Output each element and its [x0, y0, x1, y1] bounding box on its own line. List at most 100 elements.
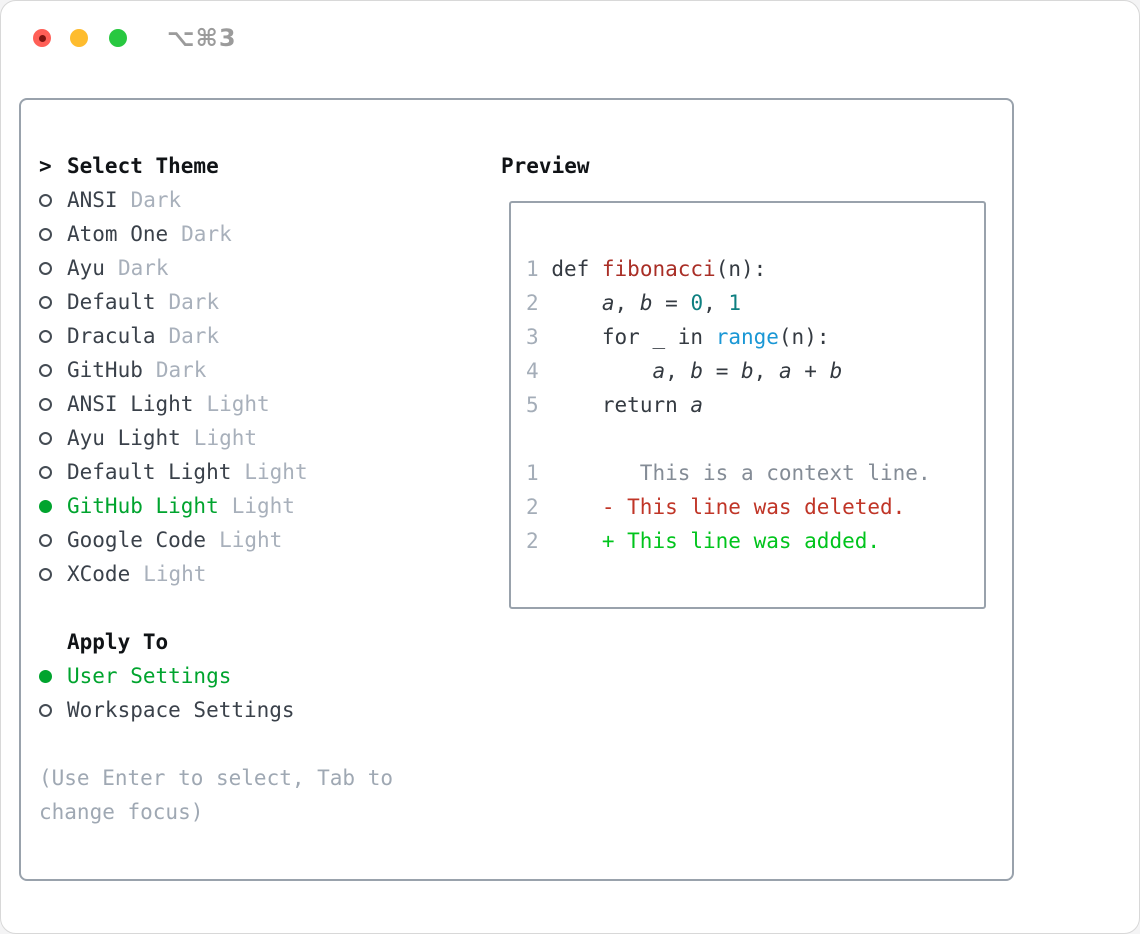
line-number: 4: [526, 359, 539, 383]
theme-option[interactable]: Default Dark: [39, 285, 393, 319]
theme-variant-tag: Light: [193, 426, 258, 450]
bullet-cell: [39, 533, 67, 547]
apply-to-name: User Settings: [67, 664, 232, 688]
diff-text: This is a context line.: [538, 461, 931, 485]
code-sample: 1 def fibonacci(n):2 a, b = 0, 1 3 for _ …: [526, 252, 984, 422]
close-button[interactable]: [33, 29, 51, 47]
radio-icon: [39, 227, 52, 241]
apply-to-option[interactable]: User Settings: [39, 659, 393, 693]
apply-to-header: Apply To: [39, 625, 393, 659]
apply-to-option[interactable]: Workspace Settings: [39, 693, 393, 727]
diff-text: - This line was deleted.: [538, 495, 906, 519]
bullet-cell: [39, 499, 67, 513]
theme-menu-heading: Select Theme: [67, 154, 219, 178]
diff-sample: 1 This is a context line. 2 - This line w…: [526, 456, 984, 558]
code-segment-plain: return: [551, 393, 691, 417]
code-segment-var: a: [778, 359, 792, 383]
code-segment-var: a: [601, 291, 615, 315]
radio-selected-icon: [39, 669, 52, 683]
bullet-cell: [39, 295, 67, 309]
code-segment-plain: (n):: [715, 257, 767, 281]
code-segment-plain: for _ in: [551, 325, 716, 349]
diff-line-deleted: 2 - This line was deleted.: [526, 490, 984, 524]
close-dot-icon: [38, 34, 46, 42]
line-number: 2: [526, 495, 539, 519]
code-segment-plain: ,: [665, 359, 691, 383]
code-segment-plain: ,: [753, 359, 779, 383]
theme-option[interactable]: Ayu Dark: [39, 251, 393, 285]
bullet-cell: [39, 465, 67, 479]
radio-icon: [39, 363, 52, 377]
maximize-button[interactable]: [109, 29, 127, 47]
theme-option[interactable]: Atom One Dark: [39, 217, 393, 251]
diff-text: + This line was added.: [538, 529, 881, 553]
hint-text-line-2: change focus): [39, 800, 204, 824]
gutter-space: [539, 291, 552, 315]
bullet-cell: [39, 261, 67, 275]
bullet-cell: [39, 227, 67, 241]
theme-menu-header: > Select Theme: [39, 149, 393, 183]
theme-variant-tag: Dark: [117, 256, 169, 280]
radio-selected-icon: [39, 499, 52, 513]
line-number: 3: [526, 325, 539, 349]
code-segment-plain: [551, 291, 602, 315]
theme-variant-tag: Dark: [155, 358, 207, 382]
theme-name: ANSI: [67, 188, 118, 212]
theme-variant-tag: Dark: [168, 290, 220, 314]
radio-icon: [39, 431, 52, 445]
window-title: ⌥⌘3: [167, 24, 237, 52]
code-segment-plain: =: [703, 359, 742, 383]
bullet-cell: [39, 193, 67, 207]
gutter-space: [539, 257, 552, 281]
preview-heading: Preview: [501, 154, 590, 178]
code-segment-var: a: [690, 393, 704, 417]
radio-icon: [39, 329, 52, 343]
prompt-icon: >: [39, 154, 52, 178]
code-segment-number: 1: [728, 291, 742, 315]
code-line: 2 a, b = 0, 1: [526, 286, 984, 320]
code-line: 5 return a: [526, 388, 984, 422]
apply-to-name: Workspace Settings: [67, 698, 295, 722]
line-number: 1: [526, 461, 539, 485]
theme-variant-tag: Dark: [181, 222, 232, 246]
theme-name: GitHub Light: [67, 494, 219, 518]
code-segment-var: b: [690, 359, 704, 383]
theme-name: Default: [67, 290, 156, 314]
theme-name: Dracula: [67, 324, 156, 348]
apply-to-heading: Apply To: [67, 630, 169, 654]
radio-icon: [39, 261, 52, 275]
preview-box: 1 def fibonacci(n):2 a, b = 0, 1 3 for _ …: [509, 201, 986, 609]
line-number: 2: [526, 529, 539, 553]
gutter-space: [539, 359, 552, 383]
theme-name: Ayu: [67, 256, 105, 280]
radio-icon: [39, 193, 52, 207]
bullet-cell: [39, 397, 67, 411]
theme-variant-tag: Light: [206, 392, 270, 416]
code-line: 4 a, b = b, a + b: [526, 354, 984, 388]
code-segment-plain: def: [551, 257, 602, 281]
radio-icon: [39, 567, 52, 581]
gutter-space: [539, 393, 552, 417]
bullet-cell: [39, 703, 67, 717]
code-segment-builtin: range: [715, 325, 779, 349]
bullet-cell: [39, 363, 67, 377]
code-segment-plain: +: [791, 359, 830, 383]
theme-name: Atom One: [67, 222, 169, 246]
code-line: 1 def fibonacci(n):: [526, 252, 984, 286]
code-segment-var: b: [741, 359, 754, 383]
minimize-button[interactable]: [70, 29, 88, 47]
